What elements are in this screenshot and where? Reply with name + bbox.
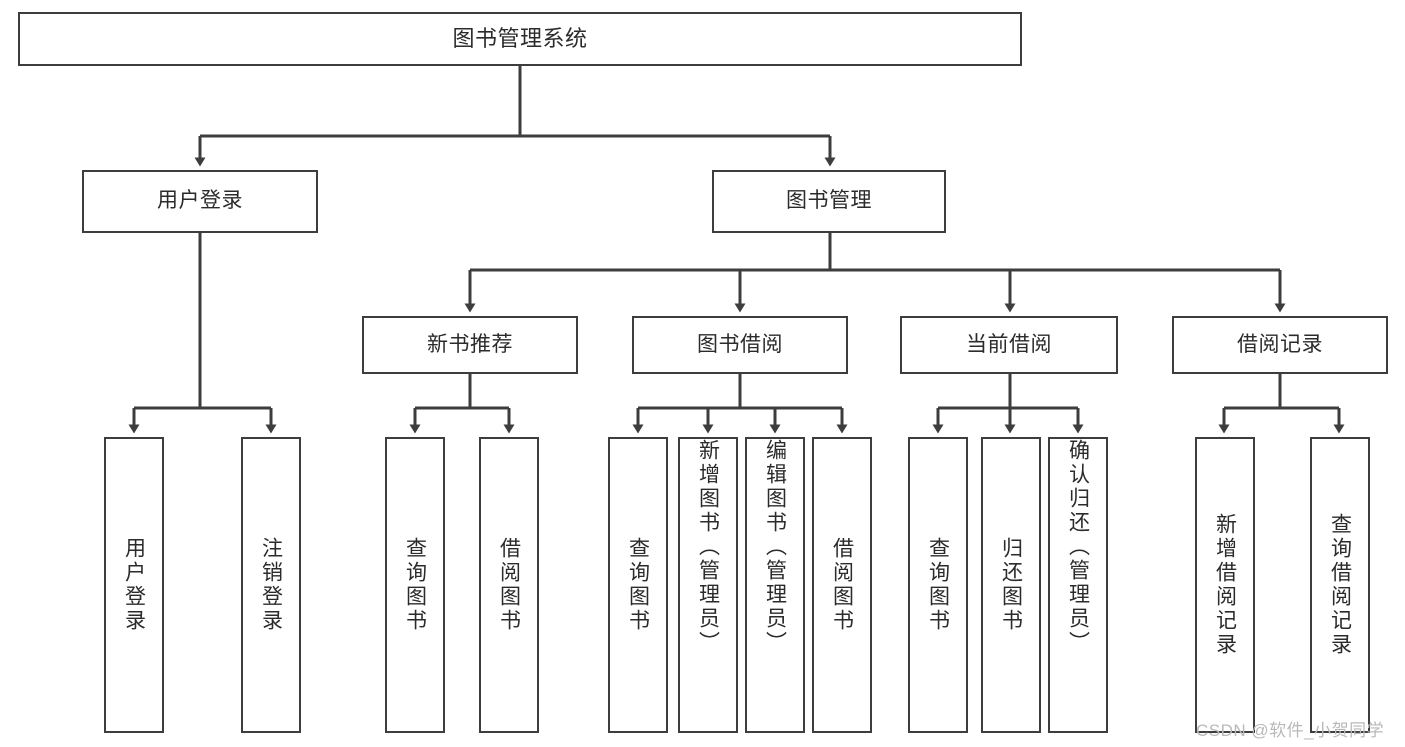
node-leaf-borrow-book-1-label: 借阅图书 [497,537,521,633]
node-borrow-record[interactable]: 借阅记录 [1172,316,1388,374]
node-leaf-logout-label: 注销登录 [259,537,283,633]
node-book-borrow-label: 图书借阅 [697,332,783,356]
node-user-login-label: 用户登录 [157,189,243,213]
node-root[interactable]: 图书管理系统 [18,12,1022,66]
node-root-label: 图书管理系统 [452,26,588,52]
node-leaf-return-book[interactable]: 归还图书 [981,437,1041,733]
node-leaf-query-record[interactable]: 查询借阅记录 [1310,437,1370,733]
node-leaf-query-record-label: 查询借阅记录 [1328,513,1352,657]
node-leaf-user-login[interactable]: 用户登录 [104,437,164,733]
node-leaf-return-book-label: 归还图书 [999,537,1023,633]
node-leaf-confirm-return[interactable]: 确认归还（管理员） [1048,437,1108,733]
node-current-borrow[interactable]: 当前借阅 [900,316,1118,374]
node-leaf-query-book-1-label: 查询图书 [403,537,427,633]
node-leaf-borrow-book-1[interactable]: 借阅图书 [479,437,539,733]
node-leaf-query-book-1[interactable]: 查询图书 [385,437,445,733]
node-borrow-record-label: 借阅记录 [1237,332,1323,356]
node-book-manage[interactable]: 图书管理 [712,170,946,233]
watermark: CSDN @软件_小贺同学 [1196,721,1385,740]
node-leaf-add-book-label: 新增图书（管理员） [696,439,720,655]
node-leaf-add-book[interactable]: 新增图书（管理员） [678,437,738,733]
node-leaf-borrow-book-2[interactable]: 借阅图书 [812,437,872,733]
node-leaf-edit-book-label: 编辑图书（管理员） [763,439,787,655]
node-current-borrow-label: 当前借阅 [966,332,1052,356]
node-leaf-confirm-return-label: 确认归还（管理员） [1066,439,1090,655]
node-leaf-add-record-label: 新增借阅记录 [1213,513,1237,657]
node-leaf-borrow-book-2-label: 借阅图书 [830,537,854,633]
node-leaf-query-book-2-label: 查询图书 [626,537,650,633]
node-leaf-logout[interactable]: 注销登录 [241,437,301,733]
node-book-manage-label: 图书管理 [786,189,872,213]
node-leaf-add-record[interactable]: 新增借阅记录 [1195,437,1255,733]
node-new-book-recommend[interactable]: 新书推荐 [362,316,578,374]
node-book-borrow[interactable]: 图书借阅 [632,316,848,374]
node-leaf-user-login-label: 用户登录 [122,537,146,633]
node-leaf-edit-book[interactable]: 编辑图书（管理员） [745,437,805,733]
node-leaf-query-book-2[interactable]: 查询图书 [608,437,668,733]
node-new-book-recommend-label: 新书推荐 [427,332,513,356]
node-leaf-query-book-3-label: 查询图书 [926,537,950,633]
node-leaf-query-book-3[interactable]: 查询图书 [908,437,968,733]
node-user-login[interactable]: 用户登录 [82,170,318,233]
